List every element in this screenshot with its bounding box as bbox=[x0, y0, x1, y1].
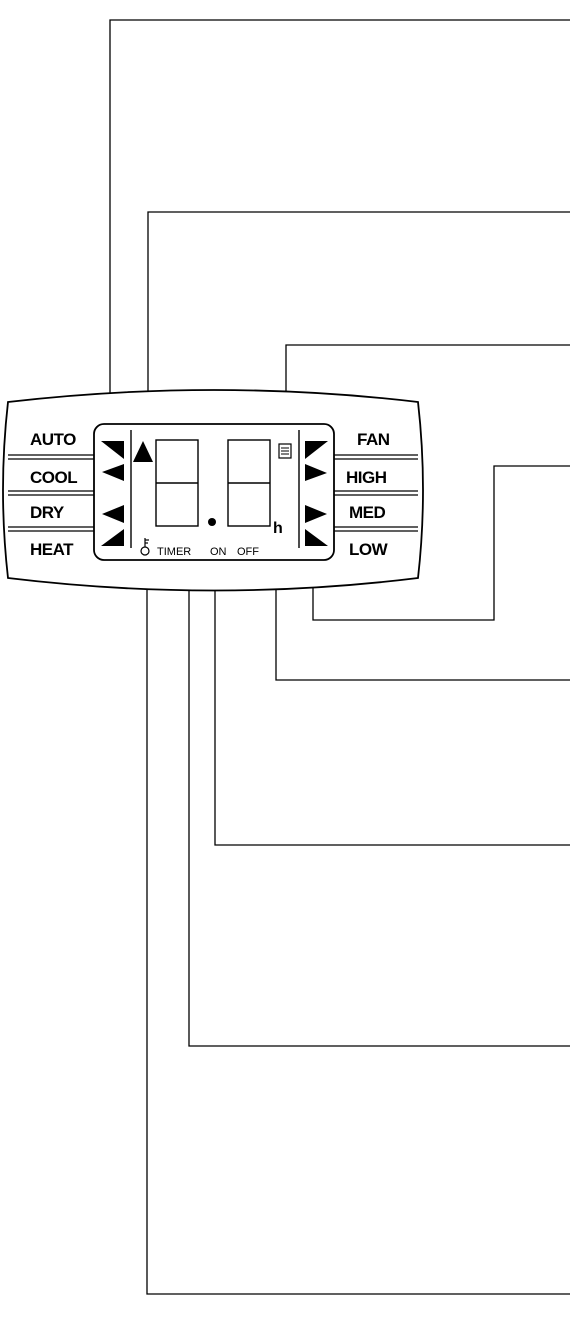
fan-indicators bbox=[305, 441, 328, 546]
leader-line-mode bbox=[109, 19, 570, 438]
digit-left bbox=[155, 439, 199, 527]
leader-line-colon bbox=[214, 528, 570, 846]
mode-label-cool: COOL bbox=[30, 468, 77, 487]
leader-lines bbox=[109, 19, 570, 1295]
mode-indicators bbox=[101, 441, 124, 546]
colon-dot-icon bbox=[208, 518, 216, 526]
timer-label: TIMER bbox=[157, 546, 191, 558]
fan-label-low: LOW bbox=[349, 540, 389, 559]
leader-line-lock bbox=[146, 560, 570, 1295]
fan-label-high: HIGH bbox=[346, 468, 387, 487]
arrow-pointer-icon bbox=[305, 529, 328, 546]
arrow-pointer-icon bbox=[101, 441, 124, 459]
leader-line-temp-indicator bbox=[147, 211, 570, 410]
arrow-pointer-icon bbox=[305, 441, 328, 459]
arrow-pointer-icon bbox=[102, 505, 124, 523]
digit-right bbox=[227, 439, 271, 527]
fan-label-fan: FAN bbox=[357, 430, 390, 449]
leader-line-timer bbox=[188, 560, 570, 1047]
fan-label-med: MED bbox=[349, 503, 386, 522]
filter-icon bbox=[278, 443, 292, 459]
mode-label-dry: DRY bbox=[30, 503, 65, 522]
lcd-window bbox=[93, 423, 335, 561]
leader-line-fan bbox=[312, 465, 570, 621]
fan-label-dividers bbox=[334, 454, 418, 532]
timer-on-label: ON bbox=[210, 546, 227, 558]
arrow-pointer-icon bbox=[305, 464, 327, 481]
arrow-pointer-icon bbox=[101, 529, 124, 546]
hour-label: h bbox=[273, 520, 283, 537]
arrow-pointer-icon bbox=[133, 441, 153, 462]
arrow-pointer-icon bbox=[305, 505, 327, 523]
key-lock-icon bbox=[140, 538, 150, 556]
mode-label-heat: HEAT bbox=[30, 540, 74, 559]
timer-off-label: OFF bbox=[237, 546, 259, 558]
mode-label-auto: AUTO bbox=[30, 430, 76, 449]
arrow-pointer-icon bbox=[102, 464, 124, 481]
mode-label-dividers bbox=[8, 454, 94, 532]
